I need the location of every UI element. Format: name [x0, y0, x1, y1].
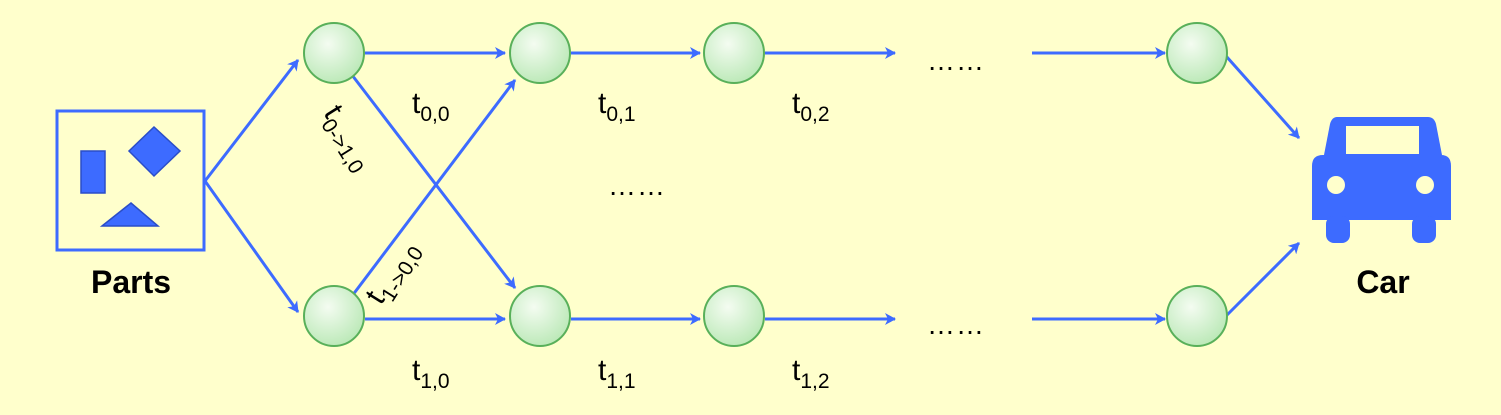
ellipsis-line0: ……: [927, 45, 985, 76]
time-label-1-2: t1,2: [792, 354, 830, 393]
triangle-part-icon: [99, 202, 161, 227]
station-node-1-2: [703, 285, 765, 347]
station-node-0-2: [703, 22, 765, 84]
station-nodes: [303, 22, 1228, 347]
arrow-transfer-0-to-1: [350, 74, 517, 289]
arrow-parts-to-line1: [203, 180, 300, 313]
parts-label: Parts: [91, 264, 171, 300]
rectangle-part-icon: [80, 150, 106, 194]
time-label-1-1: t1,1: [598, 354, 636, 393]
station-node-0-0: [303, 22, 365, 84]
arrows: [203, 47, 1301, 325]
station-node-1-1: [509, 285, 571, 347]
station-node-1-0: [303, 285, 365, 347]
ellipsis-middle: ……: [608, 170, 666, 201]
time-label-0-0: t0,0: [412, 87, 450, 126]
time-label-0-2: t0,2: [792, 87, 830, 126]
station-node-1-last: [1166, 285, 1228, 347]
arrow-parts-to-line0: [203, 59, 300, 182]
transfer-label-0-to-1: t0->1,0: [312, 99, 381, 178]
station-node-0-last: [1166, 22, 1228, 84]
time-label-1-0: t1,0: [412, 354, 450, 393]
station-node-0-1: [509, 22, 571, 84]
arrow-line1-to-car: [1224, 241, 1301, 318]
arrow-line0-to-car: [1224, 55, 1301, 139]
car-label: Car: [1356, 264, 1409, 300]
parts-box: [55, 109, 206, 252]
time-label-0-1: t0,1: [598, 87, 636, 126]
diamond-part-icon: [127, 125, 182, 178]
arrow-transfer-1-to-0: [350, 79, 517, 297]
car-icon: [1312, 117, 1451, 243]
ellipsis-line1: ……: [927, 309, 985, 340]
